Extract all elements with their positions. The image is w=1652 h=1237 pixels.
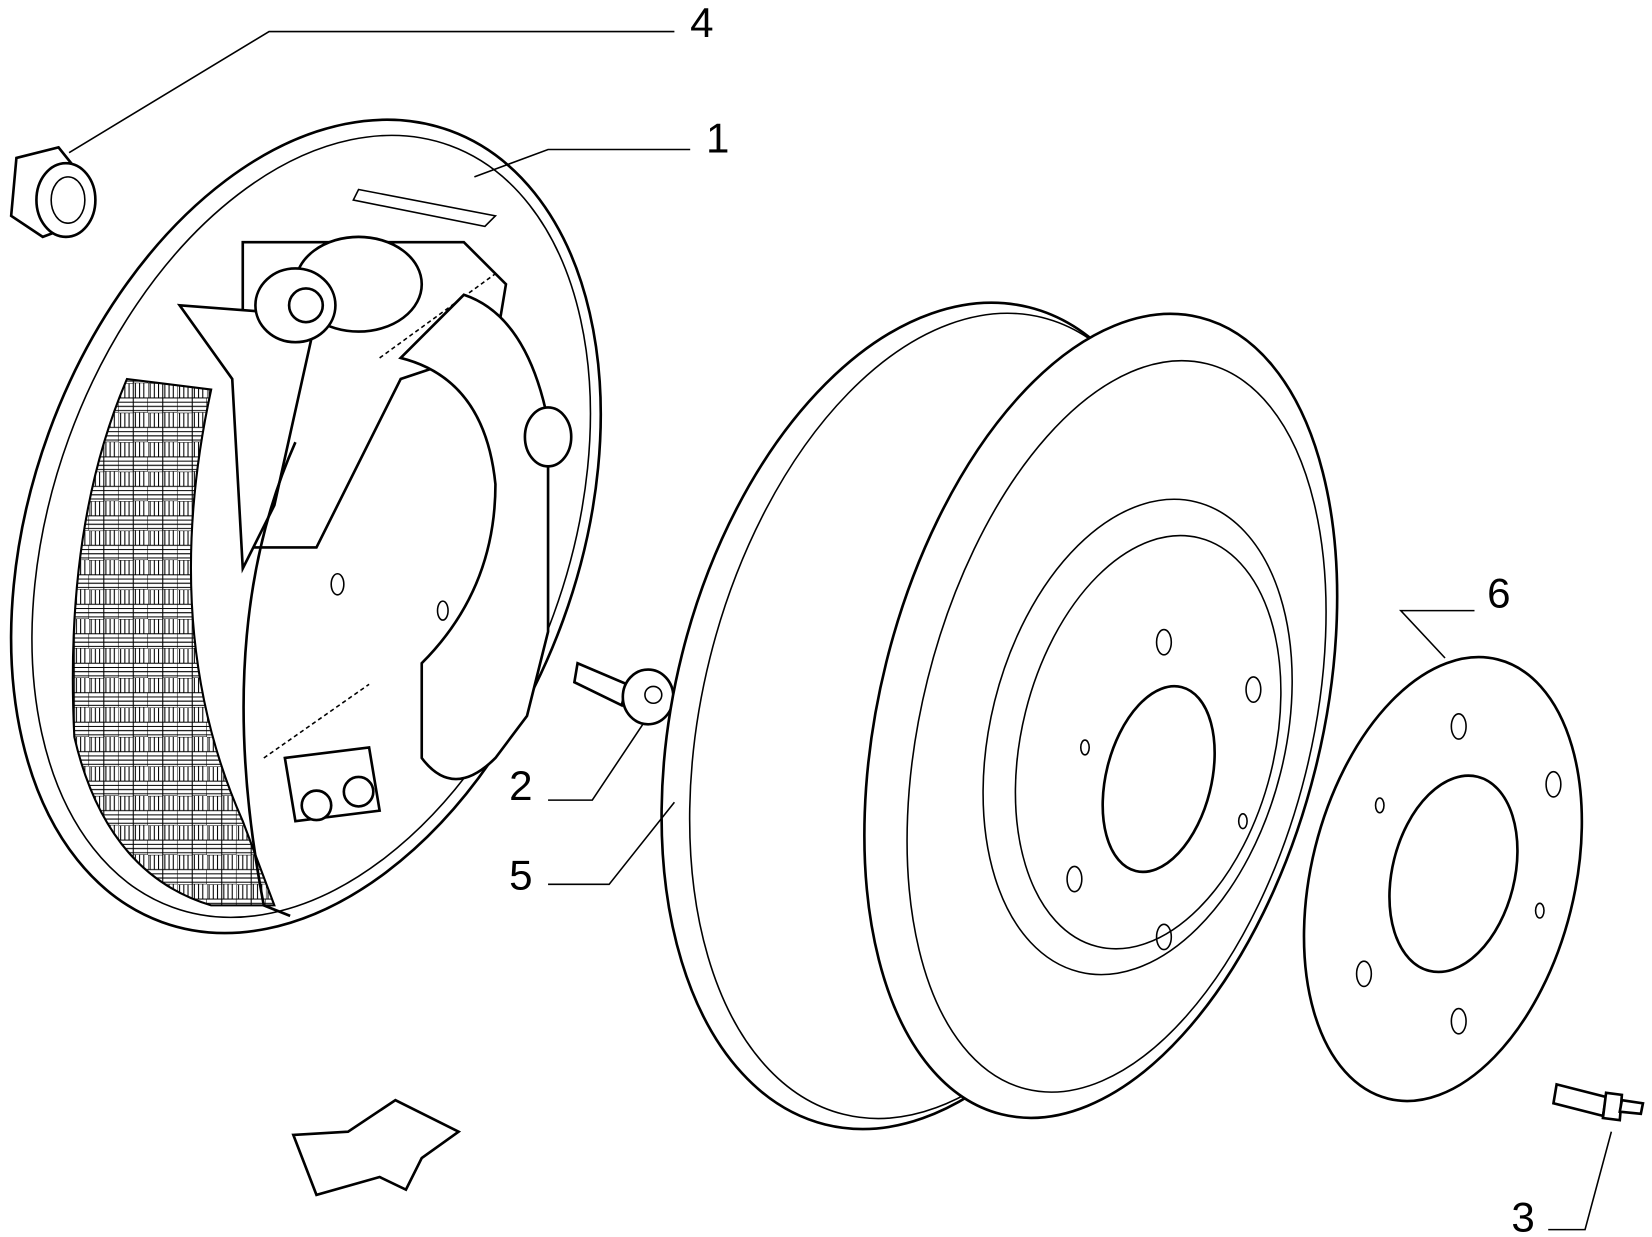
callout-2: 2 [509, 762, 532, 809]
callout-1: 1 [706, 115, 729, 162]
callout-4: 4 [690, 0, 713, 46]
plug-part [9, 145, 97, 239]
stud-bolt-part [1551, 1082, 1645, 1122]
screw-part [572, 661, 675, 726]
brake-drum-part [660, 301, 1339, 1131]
leader-lines [68, 30, 1613, 1231]
callout-6: 6 [1487, 569, 1510, 616]
direction-arrow-icon [291, 1098, 462, 1197]
brake-backing-plate [9, 118, 603, 935]
spacer-disc-part [1302, 655, 1584, 1103]
callout-3: 3 [1511, 1194, 1534, 1237]
callout-5: 5 [509, 852, 532, 899]
